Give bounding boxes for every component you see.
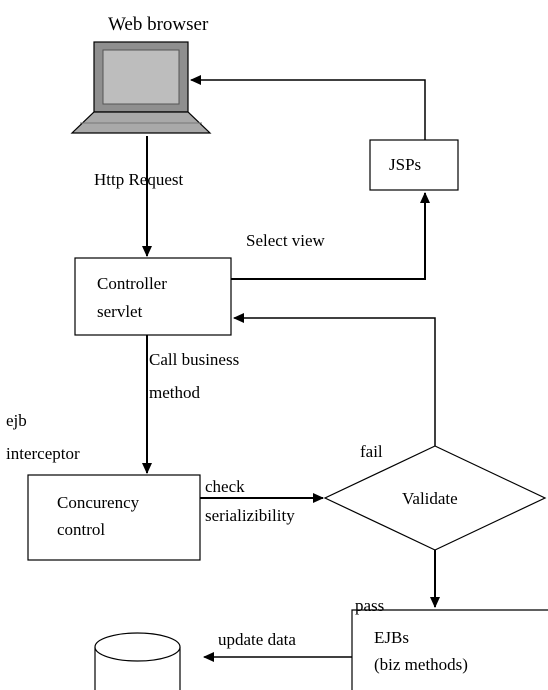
web-browser-laptop-icon: [70, 41, 212, 134]
fail-arrow: [233, 313, 436, 446]
update-data-label: update data: [218, 630, 296, 649]
ejb-interceptor-label-line2: interceptor: [6, 444, 80, 463]
controller-label-line2: servlet: [97, 302, 143, 321]
http-request-label: Http Request: [94, 170, 184, 189]
concurrency-label-line2: control: [57, 520, 105, 539]
jsps-label: JSPs: [389, 155, 421, 174]
concurrency-control-box: [27, 474, 201, 561]
ejbs-label-line1: EJBs: [374, 628, 409, 647]
ejbs-label-line2: (biz methods): [374, 655, 468, 674]
select-view-arrow: [231, 192, 430, 280]
concurrency-label-line1: Concurency: [57, 493, 140, 512]
jsps-box: [369, 139, 459, 191]
ejb-interceptor-label-line1: ejb: [6, 411, 27, 430]
validate-label: Validate: [402, 489, 458, 508]
controller-servlet-box: [74, 257, 232, 336]
check-label-line2: serializibility: [205, 506, 295, 525]
web-browser-label: Web browser: [108, 14, 209, 35]
pass-label: pass: [355, 596, 384, 615]
ejbs-box: [351, 609, 548, 690]
fail-label: fail: [360, 442, 383, 461]
call-business-label-line2: method: [149, 383, 200, 402]
check-label-line1: check: [205, 477, 245, 496]
jsps-to-browser-arrow: [190, 75, 426, 140]
call-business-label-line1: Call business: [149, 350, 239, 369]
select-view-label: Select view: [246, 231, 326, 250]
controller-label-line1: Controller: [97, 274, 167, 293]
database-cylinder-icon: [94, 632, 181, 690]
